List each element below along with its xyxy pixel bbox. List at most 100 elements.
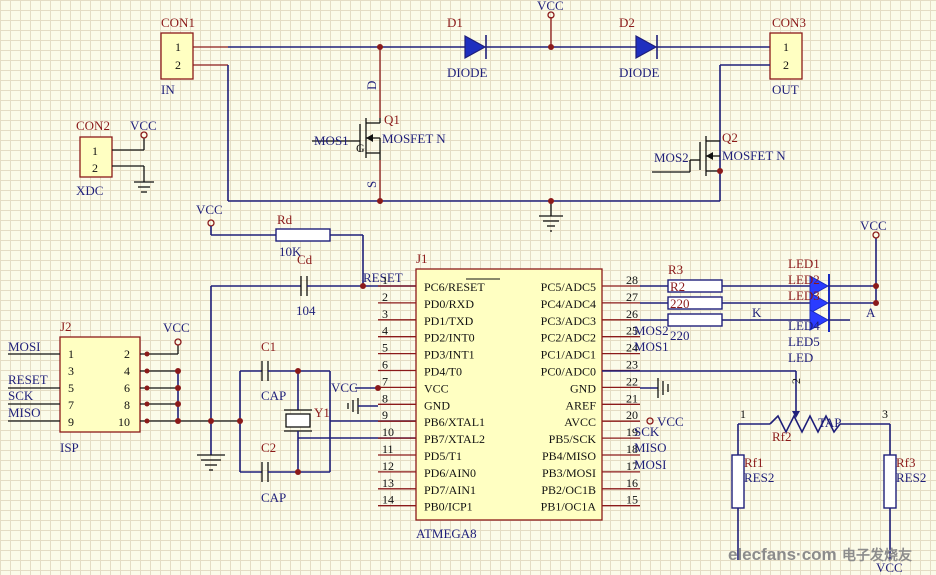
svg-text:RES2: RES2 (744, 470, 774, 485)
led-array: VCC A LED1 LED2 LED3 LED4 LED5 LED (788, 218, 887, 365)
net-mosi-j2: MOSI (8, 339, 41, 354)
j1-pin-name: PD7/AIN1 (424, 483, 476, 497)
j1-pin-number: 7 (382, 374, 388, 388)
svg-text:2: 2 (175, 58, 181, 72)
svg-text:6: 6 (124, 381, 130, 395)
svg-text:7: 7 (68, 398, 74, 412)
j1-pin-number: 27 (626, 290, 638, 304)
svg-text:220: 220 (670, 296, 690, 311)
svg-text:LED3: LED3 (788, 288, 820, 303)
rf2-designator: Rf2 (772, 429, 792, 444)
j1-pin-number: 26 (626, 307, 638, 321)
net-miso-j1: MISO (634, 440, 667, 455)
svg-text:Q1: Q1 (384, 112, 400, 127)
svg-text:2: 2 (92, 161, 98, 175)
pot-section: 2 1 3 Rf2 TAP Rf1 RES2 Rf3 RES2 VCC (602, 370, 926, 575)
j1-pin-name: PD5/T1 (424, 449, 462, 463)
mcu-j1: J1 ATMEGA8 (415, 251, 603, 541)
diode-d1: D1 DIODE (447, 15, 487, 80)
resistor-rd: Rd 10K (275, 212, 331, 259)
j1-pin-number: 25 (626, 324, 638, 338)
svg-text:DIODE: DIODE (447, 65, 487, 80)
j1-pin-name: PB0/ICP1 (424, 500, 473, 514)
net-sck-j1: SCK (634, 424, 660, 439)
j1-pin-name: GND (424, 398, 450, 412)
con1-label: IN (161, 82, 175, 97)
j1-pin-number: 10 (382, 425, 394, 439)
con3-connector: 1 2 CON3 OUT (769, 15, 806, 97)
svg-text:VCC: VCC (331, 380, 358, 395)
svg-text:3: 3 (882, 407, 888, 421)
j1-pin-number: 22 (626, 374, 638, 388)
svg-text:Q2: Q2 (722, 130, 738, 145)
c1-value: CAP (261, 388, 286, 403)
j1-pin-name: PC5/ADC5 (541, 280, 596, 294)
j1-pin-number: 8 (382, 391, 388, 405)
con1-designator: CON1 (161, 15, 195, 30)
net-mos1-j1: MOS1 (634, 339, 669, 354)
j1-pin-name: PC1/ADC1 (541, 348, 596, 362)
crystal-section: C1 CAP C2 CAP Y1 (237, 339, 416, 505)
svg-text:3: 3 (68, 364, 74, 378)
j1-pin-number: 4 (382, 324, 388, 338)
net-mos1: MOS1 (314, 133, 349, 148)
svg-text:TAP: TAP (818, 415, 842, 430)
svg-text:J1: J1 (416, 251, 428, 266)
j1-pin-number: 28 (626, 273, 638, 287)
watermark-logo: elecfans·com 电子发烧友 (728, 545, 912, 564)
svg-text:VCC: VCC (163, 320, 190, 335)
c2-value: CAP (261, 490, 286, 505)
svg-text:2: 2 (124, 347, 130, 361)
j1-pin-name: PD4/T0 (424, 365, 462, 379)
svg-text:MOSFET N: MOSFET N (722, 148, 786, 163)
j1-pin-name: PB1/OC1A (541, 500, 597, 514)
rf3-designator: Rf3 (896, 455, 916, 470)
c2-designator: C2 (261, 440, 276, 455)
ground-symbol (539, 198, 563, 232)
j1-pin-name: AREF (565, 398, 596, 412)
j1-pin-name: PC2/ADC2 (541, 331, 596, 345)
j1-pin-name: PB4/MISO (542, 449, 596, 463)
j1-pin-number: 19 (626, 425, 638, 439)
j1-pin-number: 24 (626, 341, 638, 355)
svg-text:8: 8 (124, 398, 130, 412)
mosfet-q2: MOS2 Q2 MOSFET N (652, 130, 786, 176)
svg-text:RES2: RES2 (896, 470, 926, 485)
svg-text:D: D (364, 81, 379, 90)
svg-text:Cd: Cd (297, 252, 313, 267)
j1-power: VCC (331, 380, 381, 414)
vcc-reset: VCC (196, 202, 364, 286)
j1-pin-number: 17 (626, 459, 638, 473)
svg-text:LED1: LED1 (788, 256, 820, 271)
svg-text:XDC: XDC (76, 183, 103, 198)
svg-text:OUT: OUT (772, 82, 799, 97)
rf1-designator: Rf1 (744, 455, 764, 470)
svg-text:VCC: VCC (860, 218, 887, 233)
j1-pin-name: PC0/ADC0 (541, 365, 596, 379)
j1-pin-name: PB2/OC1B (541, 483, 596, 497)
j1-pin-name: PB5/SCK (549, 432, 597, 446)
net-reset-j2: RESET (8, 372, 48, 387)
con1-connector: 1 2 CON1 IN (160, 15, 228, 97)
net-miso-j2: MISO (8, 405, 41, 420)
net-mos2-j1: MOS2 (634, 323, 669, 338)
svg-text:LED5: LED5 (788, 334, 820, 349)
j1-pin-name: PD3/INT1 (424, 348, 475, 362)
j1-pin-name: PB7/XTAL2 (424, 432, 485, 446)
net-mosi-j1: MOSI (634, 457, 667, 472)
svg-text:2: 2 (783, 58, 789, 72)
isp-connector-j2: J2 ISP 1 3 5 7 9 2 4 6 8 10 MOSI RESET S… (8, 319, 240, 455)
svg-text:VCC: VCC (537, 0, 564, 13)
vcc-top: VCC (537, 0, 564, 50)
j1-pin-name: PD6/AIN0 (424, 466, 476, 480)
svg-text:CON2: CON2 (76, 118, 110, 133)
svg-text:VCC: VCC (130, 118, 157, 133)
svg-text:104: 104 (296, 303, 316, 318)
svg-text:D1: D1 (447, 15, 463, 30)
j1-pin-number: 13 (382, 476, 394, 490)
svg-text:Rd: Rd (277, 212, 293, 227)
r2-designator: R2 (670, 279, 685, 294)
svg-text:LED2: LED2 (788, 272, 820, 287)
j1-pin-number: 6 (382, 358, 388, 372)
